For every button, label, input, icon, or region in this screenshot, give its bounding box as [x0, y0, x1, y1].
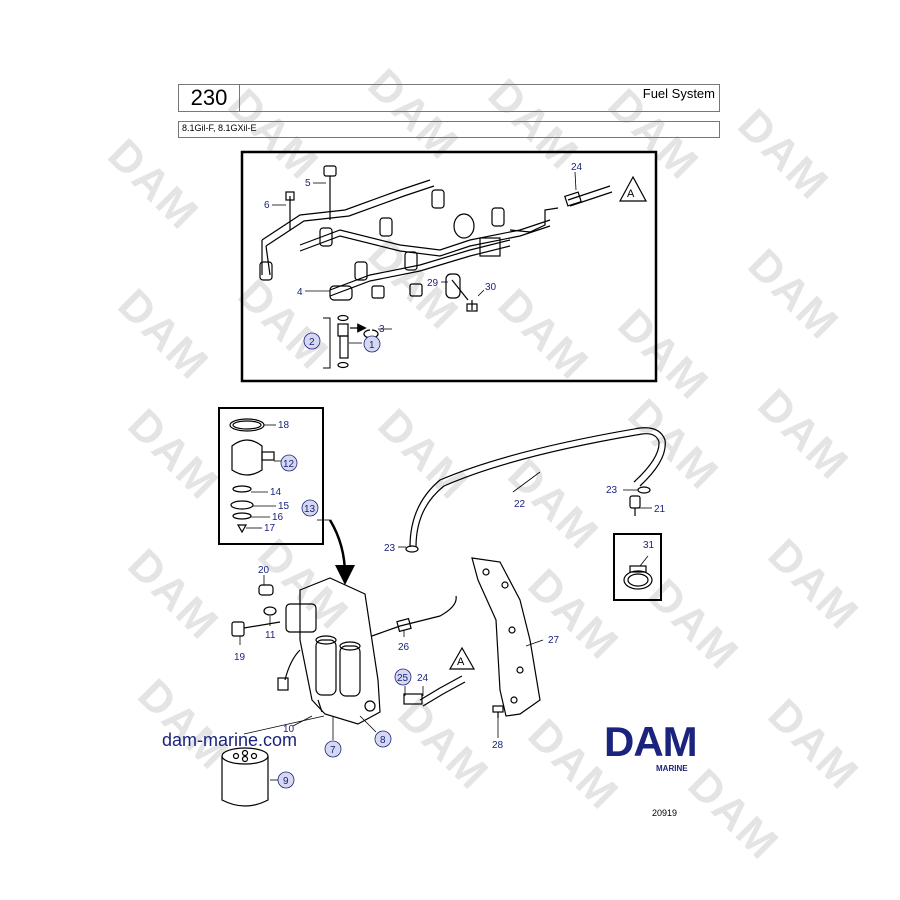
callout-30: 30 [485, 282, 497, 293]
clamp-29 [445, 273, 469, 301]
fuel-hose-upper [564, 185, 613, 207]
section-number: 230 [179, 85, 240, 111]
callout-circle [277, 771, 295, 789]
callout-10: 10 [283, 724, 295, 735]
callout-23-lower: 23 [384, 543, 396, 554]
fuel-pump-module [277, 577, 381, 725]
leader-lines-lower [239, 471, 652, 781]
fuel-rail [259, 165, 559, 301]
model-bar: 8.1Gil-F, 8.1GXil-E [178, 121, 720, 138]
callout-29: 29 [427, 278, 439, 289]
callout-28: 28 [492, 740, 504, 751]
callout-9: 9 [283, 776, 289, 787]
callout-31: 31 [643, 540, 655, 551]
callout-1: 1 [369, 340, 375, 351]
clamp-inset-frame [613, 533, 662, 601]
leader-lines-upper [272, 171, 577, 344]
callout-25: 25 [397, 673, 409, 684]
callout-17: 17 [264, 523, 276, 534]
callout-circle [363, 335, 381, 353]
callout-6: 6 [264, 200, 270, 211]
callout-circle [301, 499, 319, 517]
reference-label-a-upper: A [627, 188, 635, 200]
callout-4: 4 [297, 287, 303, 298]
callout-5: 5 [305, 178, 311, 189]
hose-clamp-31 [623, 565, 653, 590]
dam-logo: DAM [604, 718, 698, 765]
callout-24-upper: 24 [571, 162, 583, 173]
callout-2: 2 [309, 337, 315, 348]
callout-16: 16 [272, 512, 284, 523]
callout-circle [394, 668, 412, 686]
callout-circle [374, 730, 392, 748]
callout-26: 26 [398, 642, 410, 653]
fuel-hose-26 [371, 595, 457, 637]
callout-3: 3 [379, 324, 385, 335]
dam-logo-subtitle: MARINE [656, 764, 688, 773]
mounting-bracket-27 [471, 557, 541, 718]
callout-8: 8 [380, 735, 386, 746]
bolt-30 [466, 300, 478, 312]
callout-24-lower: 24 [417, 673, 429, 684]
callout-15: 15 [278, 501, 290, 512]
detail-pointer-arrow [328, 519, 355, 585]
filter-head-parts [229, 418, 275, 534]
callout-18: 18 [278, 420, 290, 431]
website-link[interactable]: dam-marine.com [162, 730, 298, 750]
fitting-21 [629, 486, 651, 516]
callout-22: 22 [514, 499, 526, 510]
callout-circle [324, 740, 342, 758]
callout-11: 11 [265, 630, 276, 641]
callout-labels: 1 2 12 13 25 7 8 9 3 4 5 6 24 29 30 18 1… [234, 162, 666, 789]
leader-lines-inset [246, 424, 282, 529]
callout-circle [303, 332, 321, 350]
callout-7: 7 [330, 745, 336, 756]
callout-21: 21 [654, 504, 666, 515]
callout-12: 12 [283, 459, 295, 470]
reference-triangle-upper [618, 175, 648, 202]
callout-23-upper: 23 [606, 485, 618, 496]
fuel-hose-22 [409, 427, 666, 548]
callout-19: 19 [234, 652, 246, 663]
clamp-23-lower [405, 545, 419, 553]
model-list: 8.1Gil-F, 8.1GXil-E [182, 123, 257, 133]
callout-circle [280, 454, 298, 472]
filter-detail-inset-frame [218, 407, 324, 545]
fuel-rail-inset-frame [240, 150, 658, 383]
reference-triangle-lower [448, 646, 476, 670]
bracket-2 [323, 317, 331, 369]
reference-label-a-lower: A [457, 656, 465, 668]
callout-20: 20 [258, 565, 270, 576]
page-title: Fuel System [642, 86, 715, 101]
header-bar: 230 Fuel System [178, 84, 720, 112]
fuel-hose-lower [403, 675, 466, 707]
callout-14: 14 [270, 487, 282, 498]
fittings-left [231, 584, 281, 637]
callout-13: 13 [304, 504, 316, 515]
drawing-number: 20919 [652, 808, 678, 818]
callout-27: 27 [548, 635, 560, 646]
fuel-filter-9 [221, 747, 269, 807]
